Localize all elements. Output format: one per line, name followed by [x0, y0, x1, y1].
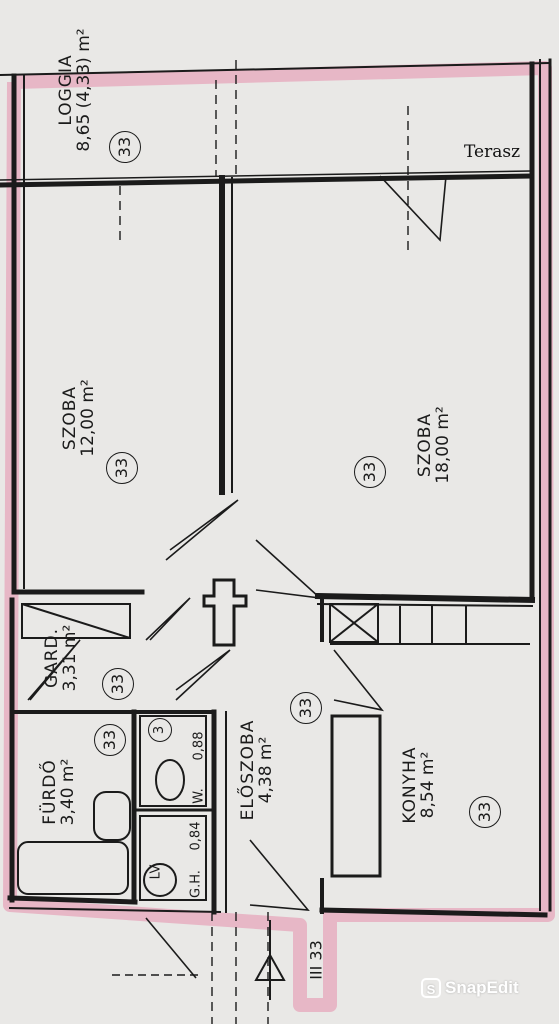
furdo-label: FÜRDŐ 3,40 m²	[40, 758, 78, 826]
room-large-label: SZOBA 18,00 m²	[415, 406, 453, 484]
snapedit-watermark: S SnapEdit	[421, 978, 519, 998]
konyha-label: KONYHA 8,54 m²	[400, 746, 438, 823]
door-swings	[27, 175, 447, 979]
watermark-text: SnapEdit	[445, 978, 519, 997]
gh-area: 0,84	[188, 821, 204, 851]
room-small-label: SZOBA 12,00 m²	[60, 379, 98, 457]
eloszoba-area: 4,38 m²	[256, 736, 276, 804]
gh-name: G.H.	[188, 870, 204, 898]
eloszoba-number: 33	[290, 692, 322, 724]
konyha-number: 33	[469, 796, 501, 828]
loggia-label: LOGGIA 8,65 (4,33) m²	[56, 28, 94, 152]
wc-name: W.	[191, 788, 207, 804]
terrace-label: Terasz	[464, 142, 521, 162]
gard-label: GARD. 3,31 m²	[42, 624, 80, 692]
snapedit-logo-icon: S	[421, 978, 441, 998]
room-small-area: 12,00 m²	[78, 379, 98, 457]
gard-area: 3,31 m²	[60, 624, 80, 692]
wc-area: 0,88	[191, 731, 207, 761]
kitchen-fixtures	[329, 603, 530, 878]
konyha-area: 8,54 m²	[418, 751, 438, 819]
room-large-number: 33	[354, 456, 386, 488]
furdo-area: 3,40 m²	[58, 758, 78, 826]
lv-label: LV	[148, 864, 164, 880]
room-large-area: 18,00 m²	[433, 406, 453, 484]
room-small-number: 33	[106, 452, 138, 484]
apartment-highlight	[3, 61, 555, 1012]
loggia-area: 8,65 (4,33) m²	[74, 28, 94, 152]
dashed-lines	[119, 60, 409, 1024]
loggia-number: 33	[109, 131, 141, 163]
bathroom-fixtures	[17, 603, 207, 901]
stair-marker: III 33	[306, 940, 326, 980]
wc-number: 3	[148, 718, 172, 742]
eloszoba-label: ELŐSZOBA 4,38 m²	[238, 720, 276, 821]
walls	[0, 58, 552, 918]
furdo-number: 33	[94, 724, 126, 756]
stair-arrow	[254, 920, 286, 1000]
gard-number: 33	[102, 668, 134, 700]
